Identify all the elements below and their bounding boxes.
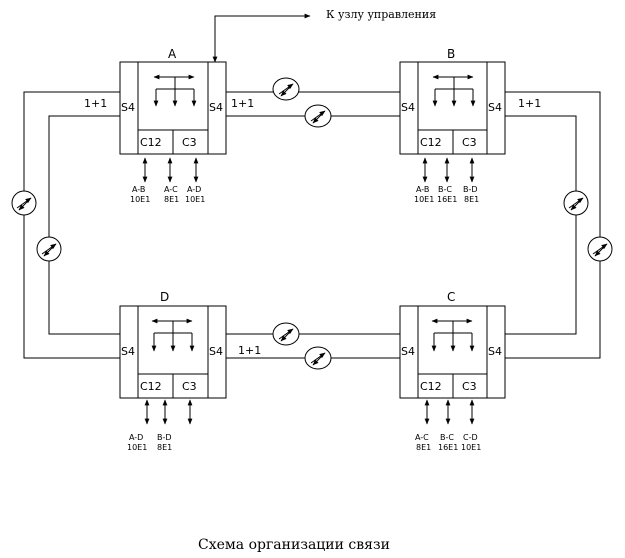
link-load: 8E1 bbox=[416, 443, 431, 452]
tributary-arrows bbox=[144, 399, 193, 425]
tributary-arrows bbox=[424, 399, 475, 425]
cross-connect-icon bbox=[151, 318, 195, 352]
link-load: 10E1 bbox=[127, 443, 147, 452]
tributary-arrows bbox=[422, 157, 475, 183]
link-load: 10E1 bbox=[185, 195, 205, 204]
fiber-bc-inner bbox=[505, 115, 577, 335]
node-title: A bbox=[168, 47, 177, 61]
link-load: 8E1 bbox=[164, 195, 179, 204]
link-load: 10E1 bbox=[461, 443, 481, 452]
control-label: К узлу управления bbox=[326, 8, 436, 21]
fiber-ad-outer bbox=[23, 91, 120, 359]
cross-connect-icon bbox=[153, 74, 197, 107]
node-title: B bbox=[447, 47, 455, 61]
link-load: 16E1 bbox=[437, 195, 457, 204]
port-s4-west: S4 bbox=[121, 345, 135, 358]
control-arrow bbox=[212, 13, 311, 63]
node-b: B S4 S4 C12 C3 A-B 10E1 B-C 16E1 B-D bbox=[399, 47, 506, 204]
link-name: B-C bbox=[438, 185, 452, 194]
fiber-ad-inner bbox=[48, 115, 120, 335]
tributary-labels: A-B 10E1 B-C 16E1 B-D 8E1 bbox=[414, 185, 479, 204]
node-title: D bbox=[160, 290, 169, 304]
port-s4-east: S4 bbox=[209, 345, 223, 358]
cross-connect-icon bbox=[432, 74, 476, 107]
cross-connect-icon bbox=[431, 318, 475, 352]
link-name: C-D bbox=[463, 433, 478, 442]
link-load: 8E1 bbox=[464, 195, 479, 204]
tributary-labels: A-B 10E1 A-C 8E1 A-D 10E1 bbox=[130, 185, 205, 204]
connector-icon bbox=[11, 190, 37, 216]
node-c: C S4 S4 C12 C3 A-C 8E1 B-C 16E1 C-D bbox=[399, 290, 506, 452]
link-name: A-B bbox=[416, 185, 429, 194]
protection-label-a-west: 1+1 bbox=[84, 97, 107, 110]
port-c3: C3 bbox=[462, 136, 477, 149]
port-c3: C3 bbox=[182, 136, 197, 149]
link-name: B-C bbox=[440, 433, 454, 442]
link-load: 10E1 bbox=[130, 195, 150, 204]
link-load: 8E1 bbox=[157, 443, 172, 452]
link-name: B-D bbox=[463, 185, 478, 194]
node-d: D S4 S4 C12 C3 A-D 10E1 B-D 8E1 bbox=[119, 290, 227, 452]
protection-label-b-east: 1+1 bbox=[518, 97, 541, 110]
link-load: 10E1 bbox=[414, 195, 434, 204]
control-link: К узлу управления bbox=[212, 8, 436, 63]
connector-icon bbox=[272, 77, 300, 101]
fiber-bc-outer bbox=[505, 91, 601, 359]
connector-icon bbox=[304, 346, 332, 370]
port-c12: C12 bbox=[140, 380, 162, 393]
tributary-arrows bbox=[142, 157, 199, 183]
diagram-caption: Схема организации связи bbox=[198, 537, 390, 553]
node-a: A S4 S4 C12 C3 A-B 10E1 A-C 8E1 A-D bbox=[119, 47, 227, 204]
port-s4-east: S4 bbox=[209, 101, 223, 114]
port-s4-east: S4 bbox=[488, 345, 502, 358]
protection-labels: 1+1 1+1 1+1 1+1 bbox=[84, 97, 541, 357]
link-name: B-D bbox=[157, 433, 172, 442]
ring-fibers bbox=[23, 91, 601, 359]
link-load: 16E1 bbox=[438, 443, 458, 452]
protection-label-d-east: 1+1 bbox=[238, 344, 261, 357]
port-c3: C3 bbox=[182, 380, 197, 393]
connector-icon bbox=[587, 236, 613, 262]
protection-label-a-east: 1+1 bbox=[231, 97, 254, 110]
port-c3: C3 bbox=[462, 380, 477, 393]
link-name: A-D bbox=[187, 185, 201, 194]
node-title: C bbox=[447, 290, 455, 304]
fiber-connectors bbox=[11, 77, 613, 370]
tributary-labels: A-C 8E1 B-C 16E1 C-D 10E1 bbox=[415, 433, 481, 452]
port-c12: C12 bbox=[420, 380, 442, 393]
link-name: A-D bbox=[129, 433, 143, 442]
connector-icon bbox=[36, 236, 62, 262]
port-s4-west: S4 bbox=[401, 101, 415, 114]
port-s4-west: S4 bbox=[121, 101, 135, 114]
connector-icon bbox=[272, 322, 300, 346]
link-name: A-B bbox=[132, 185, 145, 194]
port-c12: C12 bbox=[140, 136, 162, 149]
link-name: A-C bbox=[164, 185, 178, 194]
link-name: A-C bbox=[415, 433, 429, 442]
connector-icon bbox=[304, 104, 332, 128]
port-s4-west: S4 bbox=[401, 345, 415, 358]
port-s4-east: S4 bbox=[488, 101, 502, 114]
connector-icon bbox=[563, 190, 589, 216]
port-c12: C12 bbox=[420, 136, 442, 149]
tributary-labels: A-D 10E1 B-D 8E1 bbox=[127, 433, 172, 452]
